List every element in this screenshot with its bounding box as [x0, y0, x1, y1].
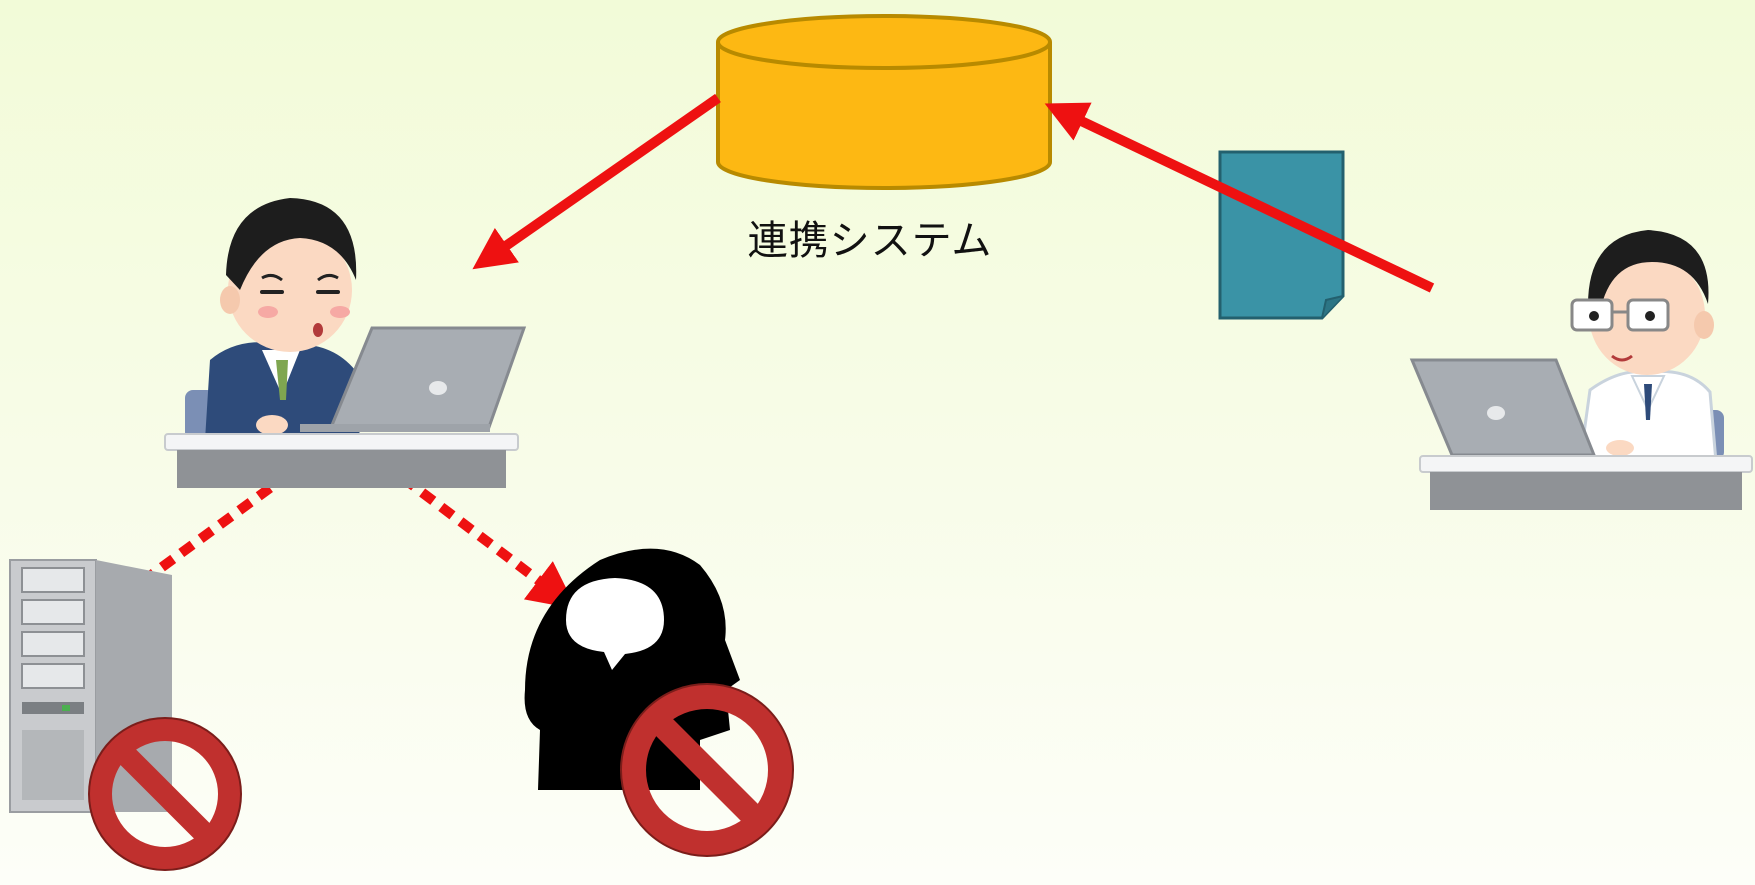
document-icon	[1218, 150, 1345, 320]
doctor-icon	[1409, 230, 1753, 510]
database-label: 連携システム	[747, 218, 993, 264]
office-worker-icon	[164, 198, 527, 488]
head-thought-icon	[524, 548, 740, 790]
prohibition-icon-head	[620, 683, 794, 857]
arrow-database-to-worker	[472, 93, 721, 270]
database-icon	[716, 14, 1052, 190]
arrow-doctor-to-database	[1044, 102, 1435, 293]
dotted-arrow-worker-to-head	[399, 474, 577, 610]
prohibition-icon-server	[88, 717, 242, 871]
server-icon	[9, 559, 172, 813]
